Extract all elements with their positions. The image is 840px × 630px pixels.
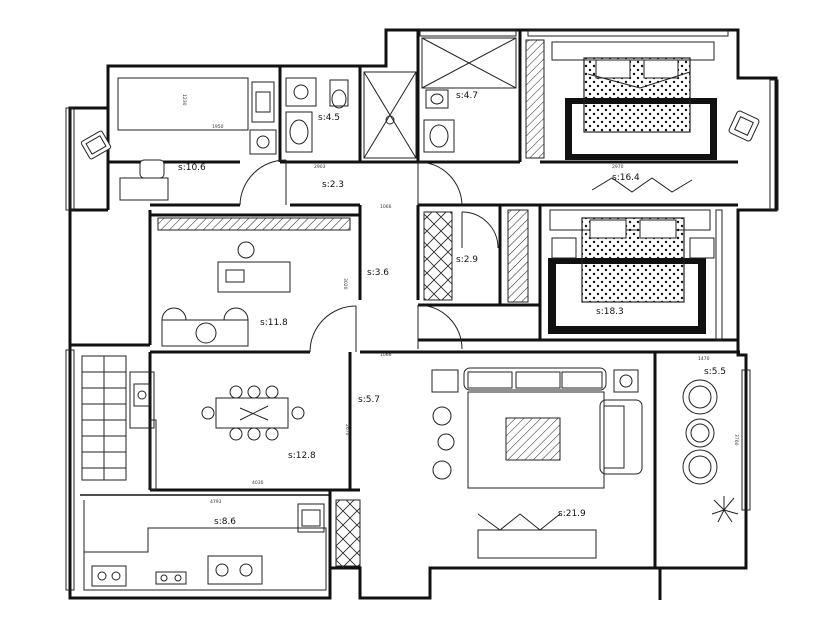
toilet-room-1: s:4.5 — [285, 71, 417, 159]
dimension-label: 1230 — [181, 94, 187, 106]
master-bedroom: s:16.4 — [525, 39, 760, 193]
dining-room: s:12.8 — [201, 385, 316, 461]
room-area-study: s:10.6 — [178, 163, 206, 173]
study-room: s:10.6 — [80, 77, 277, 201]
dimension-label: 2903 — [314, 164, 326, 170]
room-area-toilet-1: s:4.5 — [318, 113, 340, 123]
windows — [65, 29, 779, 591]
room-area-corridor-upper: s:2.3 — [322, 180, 344, 190]
passage: s:5.7 — [358, 395, 380, 405]
hall: s:3.6 — [367, 268, 389, 278]
dimension-label: 4793 — [210, 499, 222, 505]
room-area-closet: s:2.9 — [456, 255, 478, 265]
room-area-living: s:21.9 — [558, 509, 586, 519]
plant-icon — [711, 496, 739, 523]
living-room: s:21.9 — [431, 367, 643, 559]
dimension-label: 1950 — [212, 124, 224, 130]
dimension-label: 1470 — [698, 356, 710, 362]
room-area-balcony: s:5.5 — [704, 367, 726, 377]
dimension-label: 2670 — [344, 424, 350, 436]
exterior-walls — [68, 28, 778, 600]
dimension-label: 2970 — [612, 164, 624, 170]
toilet-room-2: s:4.7 — [421, 37, 517, 153]
balcony: s:5.5 — [682, 367, 739, 523]
dimension-label: 1066 — [380, 352, 392, 358]
room-area-hall: s:3.6 — [367, 268, 389, 278]
room-area-master-bedroom: s:16.4 — [612, 173, 640, 183]
room-area-toilet-2: s:4.7 — [456, 91, 478, 101]
room-area-bedroom-3: s:11.8 — [260, 318, 288, 328]
dimension-label: 3760 — [733, 434, 739, 446]
bedroom-3: s:11.8 — [157, 217, 357, 353]
kitchen: s:8.6 — [83, 499, 361, 591]
dimension-label: 3020 — [342, 278, 348, 290]
dimension-labels: 1230 1950 2903 1066 3020 1066 2970 4030 … — [181, 94, 739, 505]
room-area-kitchen: s:8.6 — [214, 517, 236, 527]
closet: s:2.9 — [417, 211, 499, 350]
bedroom-2: s:18.3 — [507, 209, 715, 334]
corridor-upper: s:2.3 — [239, 159, 463, 207]
room-area-dining: s:12.8 — [288, 451, 316, 461]
staircase — [81, 355, 155, 481]
dimension-label: 1066 — [380, 204, 392, 210]
room-area-bedroom-2: s:18.3 — [596, 307, 624, 317]
dimension-label: 4030 — [252, 480, 264, 486]
room-area-passage: s:5.7 — [358, 395, 380, 405]
